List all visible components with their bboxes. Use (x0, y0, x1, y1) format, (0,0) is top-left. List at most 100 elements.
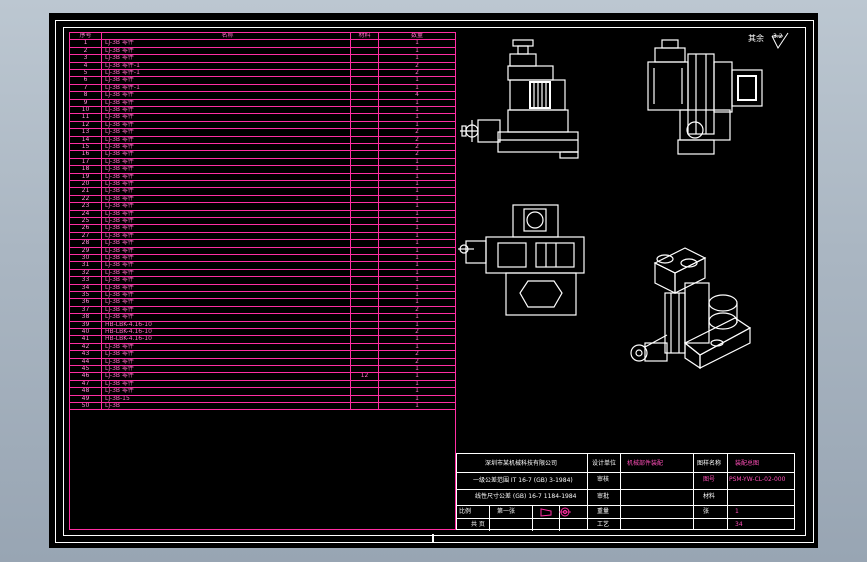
bom-item-name: LJ-3B 零件 (102, 129, 351, 136)
bom-item-qty: 1 (415, 255, 419, 261)
bom-item-name: LJ-3B 零件 (102, 40, 351, 47)
bom-item-name: LJ-3B 零件 (102, 247, 351, 254)
bom-item-no: 42 (70, 343, 102, 351)
bom-item-material (351, 151, 379, 158)
bom-item-material (351, 329, 379, 336)
bom-item-qty: 1 (415, 47, 419, 54)
bom-item-qty: 1 (415, 380, 419, 387)
bom-item-name: LJ-3B 零件 (102, 277, 351, 284)
check-label: 审核 (597, 476, 610, 483)
bom-item-qty: 1 (415, 218, 419, 224)
bom-item-qty: 1 (415, 269, 419, 276)
bom-item-qty: 1 (415, 403, 419, 409)
bom-item-qty: 1 (415, 158, 419, 165)
bom-item-material (351, 321, 379, 328)
bom-item-material (351, 262, 379, 269)
bom-item-material (351, 99, 379, 106)
bom-item-material (351, 403, 379, 410)
bom-item-name: LJ-3B 零件 (102, 255, 351, 262)
bom-item-no: 2 (70, 47, 102, 55)
bom-item-material (351, 269, 379, 277)
bom-item-no: 44 (70, 358, 102, 365)
bom-item-qty: 1 (415, 373, 419, 380)
bom-item-qty: 2 (415, 306, 419, 313)
tolerance-general: 一级公差范围 IT 16-7 (GB) 3-1984) (473, 477, 573, 484)
bom-item-qty: 1 (415, 77, 419, 84)
bom-item-qty: 1 (415, 99, 419, 106)
bom-item-qty: 1 (415, 277, 419, 284)
design-label: 设计单位 (592, 460, 617, 467)
bom-item-no: 3 (70, 55, 102, 62)
bom-item-material (351, 314, 379, 321)
bom-item-name: LJ-3B 零件 (102, 181, 351, 188)
bom-header-name: 名称 (102, 33, 351, 40)
bom-item-material (351, 247, 379, 254)
bom-item-material (351, 336, 379, 343)
bom-item-material (351, 158, 379, 166)
title-block: 深圳市某机械科技有限公司 一级公差范围 IT 16-7 (GB) 3-1984)… (456, 453, 795, 531)
roughness-label: 其余 (748, 34, 764, 43)
bom-item-qty: 1 (415, 262, 419, 269)
bom-item-material (351, 240, 379, 247)
bom-item-no: 49 (70, 395, 102, 402)
bom-item-no: 18 (70, 166, 102, 173)
bom-item-material (351, 47, 379, 55)
bom-item-name: LJ-3B 零件 (102, 99, 351, 106)
bom-item-material (351, 218, 379, 225)
bom-item-material (351, 188, 379, 195)
bom-item-qty: 1 (415, 240, 419, 247)
scale-label: 比例 (459, 508, 472, 515)
bom-item-qty: 1 (415, 247, 419, 254)
bom-item-no: 21 (70, 188, 102, 195)
bom-item-material (351, 225, 379, 232)
roughness-value: 3.2 (773, 33, 783, 40)
bom-item-qty: 2 (415, 358, 419, 365)
bom-item-no: 30 (70, 255, 102, 262)
bom-item-name: LJ-3B (102, 403, 351, 410)
bom-item-qty: 2 (415, 351, 419, 358)
bom-item-material (351, 70, 379, 77)
bom-item-qty: 1 (415, 188, 419, 195)
bom-item-material (351, 306, 379, 314)
bom-item-no: 35 (70, 292, 102, 299)
approve-label: 审批 (597, 493, 610, 500)
bom-item-name: LJ-3B 零件 (102, 144, 351, 151)
bom-item-material (351, 136, 379, 143)
bom-item-material (351, 144, 379, 151)
bom-item-name: LJ-3B 零件 (102, 306, 351, 314)
bom-item-no: 5 (70, 70, 102, 77)
part-name: 机械部件装配 (627, 460, 664, 467)
outer-frame (55, 20, 814, 543)
bom-item-name: LJ-3B 零件 (102, 284, 351, 291)
bom-item-qty: 2 (415, 129, 419, 136)
bom-header: 序号 名称 材料 数量 (70, 33, 455, 41)
bom-item-name: LJ-3B 零件 (102, 292, 351, 299)
drawing-name-label: 图样名称 (697, 460, 722, 467)
bom-item-no: 29 (70, 247, 102, 254)
bom-item-material (351, 166, 379, 173)
bom-item-qty: 2 (415, 136, 419, 143)
bom-item-material (351, 92, 379, 99)
bom-item-material (351, 121, 379, 129)
bom-item-no: 46 (70, 373, 102, 380)
bom-item-name: LJ-3B 零件 (102, 269, 351, 277)
